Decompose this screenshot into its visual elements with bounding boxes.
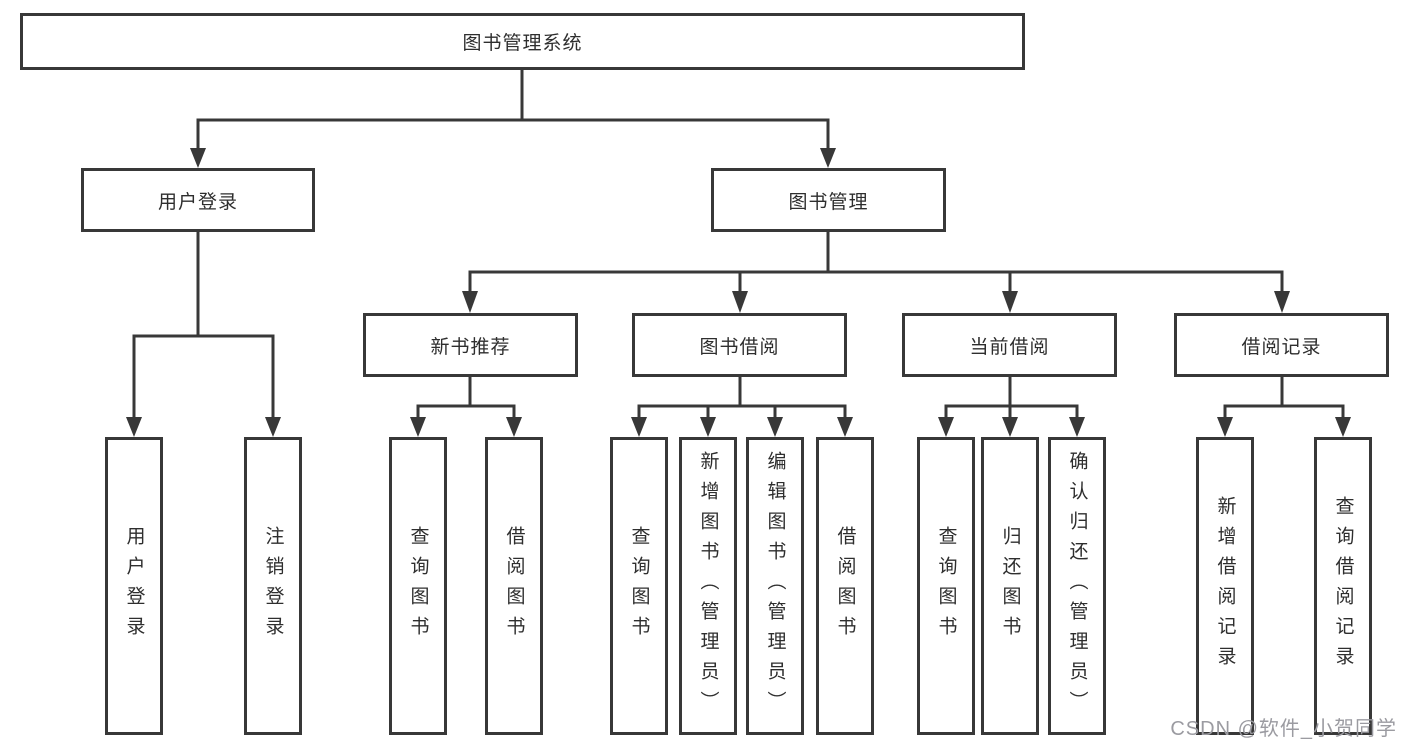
leaf-user-login: 用户登录 xyxy=(105,437,163,735)
leaf-br-query-record: 查询借阅记录 xyxy=(1314,437,1372,735)
leaf-br-add-record: 新增借阅记录 xyxy=(1196,437,1254,735)
leaf-bb-edit-book-admin: 编辑图书（管理员） xyxy=(746,437,804,735)
leaf-cb-confirm-return-admin: 确认归还（管理员） xyxy=(1048,437,1106,735)
leaf-bb-add-book-admin: 新增图书（管理员） xyxy=(679,437,737,735)
node-current-borrowing-label: 当前借阅 xyxy=(969,336,1050,358)
node-book-borrowing-label: 图书借阅 xyxy=(699,336,780,358)
connector-user-login-children xyxy=(126,232,281,437)
connector-book-borrowing-children xyxy=(631,377,853,437)
node-new-book-recommendation-label: 新书推荐 xyxy=(430,336,511,358)
node-borrowing-records-label: 借阅记录 xyxy=(1241,336,1322,358)
leaf-bb-query-book: 查询图书 xyxy=(610,437,668,735)
node-borrowing-records: 借阅记录 xyxy=(1174,313,1389,377)
connector-borrowing-records-children xyxy=(1217,377,1351,437)
leaf-bb-query-book-label: 查询图书 xyxy=(628,526,650,646)
node-book-management: 图书管理 xyxy=(711,168,946,232)
leaf-bb-borrow-book: 借阅图书 xyxy=(816,437,874,735)
leaf-logout-login: 注销登录 xyxy=(244,437,302,735)
node-root-system: 图书管理系统 xyxy=(20,13,1025,70)
leaf-cb-confirm-return-admin-label: 确认归还（管理员） xyxy=(1066,451,1088,721)
connector-new-book-recommendation-children xyxy=(410,377,522,437)
node-user-login-label: 用户登录 xyxy=(157,191,238,213)
leaf-br-add-record-label: 新增借阅记录 xyxy=(1214,496,1236,676)
leaf-bb-borrow-book-label: 借阅图书 xyxy=(834,526,856,646)
leaf-cb-return-book-label: 归还图书 xyxy=(999,526,1021,646)
node-root-system-label: 图书管理系统 xyxy=(462,33,583,54)
leaf-cb-query-book: 查询图书 xyxy=(917,437,975,735)
leaf-nbr-query-book-label: 查询图书 xyxy=(407,526,429,646)
leaf-nbr-borrow-book-label: 借阅图书 xyxy=(503,526,525,646)
connector-current-borrowing-children xyxy=(938,377,1085,437)
leaf-logout-login-label: 注销登录 xyxy=(262,526,284,646)
leaf-bb-add-book-admin-label: 新增图书（管理员） xyxy=(697,451,719,721)
connector-book-management-children xyxy=(462,232,1290,313)
leaf-br-query-record-label: 查询借阅记录 xyxy=(1332,496,1354,676)
leaf-cb-query-book-label: 查询图书 xyxy=(935,526,957,646)
node-book-borrowing: 图书借阅 xyxy=(632,313,847,377)
leaf-nbr-query-book: 查询图书 xyxy=(389,437,447,735)
node-book-management-label: 图书管理 xyxy=(788,191,869,213)
leaf-user-login-label: 用户登录 xyxy=(123,526,145,646)
node-new-book-recommendation: 新书推荐 xyxy=(363,313,578,377)
leaf-cb-return-book: 归还图书 xyxy=(981,437,1039,735)
leaf-nbr-borrow-book: 借阅图书 xyxy=(485,437,543,735)
node-user-login: 用户登录 xyxy=(81,168,315,232)
node-current-borrowing: 当前借阅 xyxy=(902,313,1117,377)
connector-root-to-level2 xyxy=(190,70,836,168)
leaf-bb-edit-book-admin-label: 编辑图书（管理员） xyxy=(764,451,786,721)
csdn-watermark: CSDN @软件_小贺同学 xyxy=(1170,718,1397,740)
